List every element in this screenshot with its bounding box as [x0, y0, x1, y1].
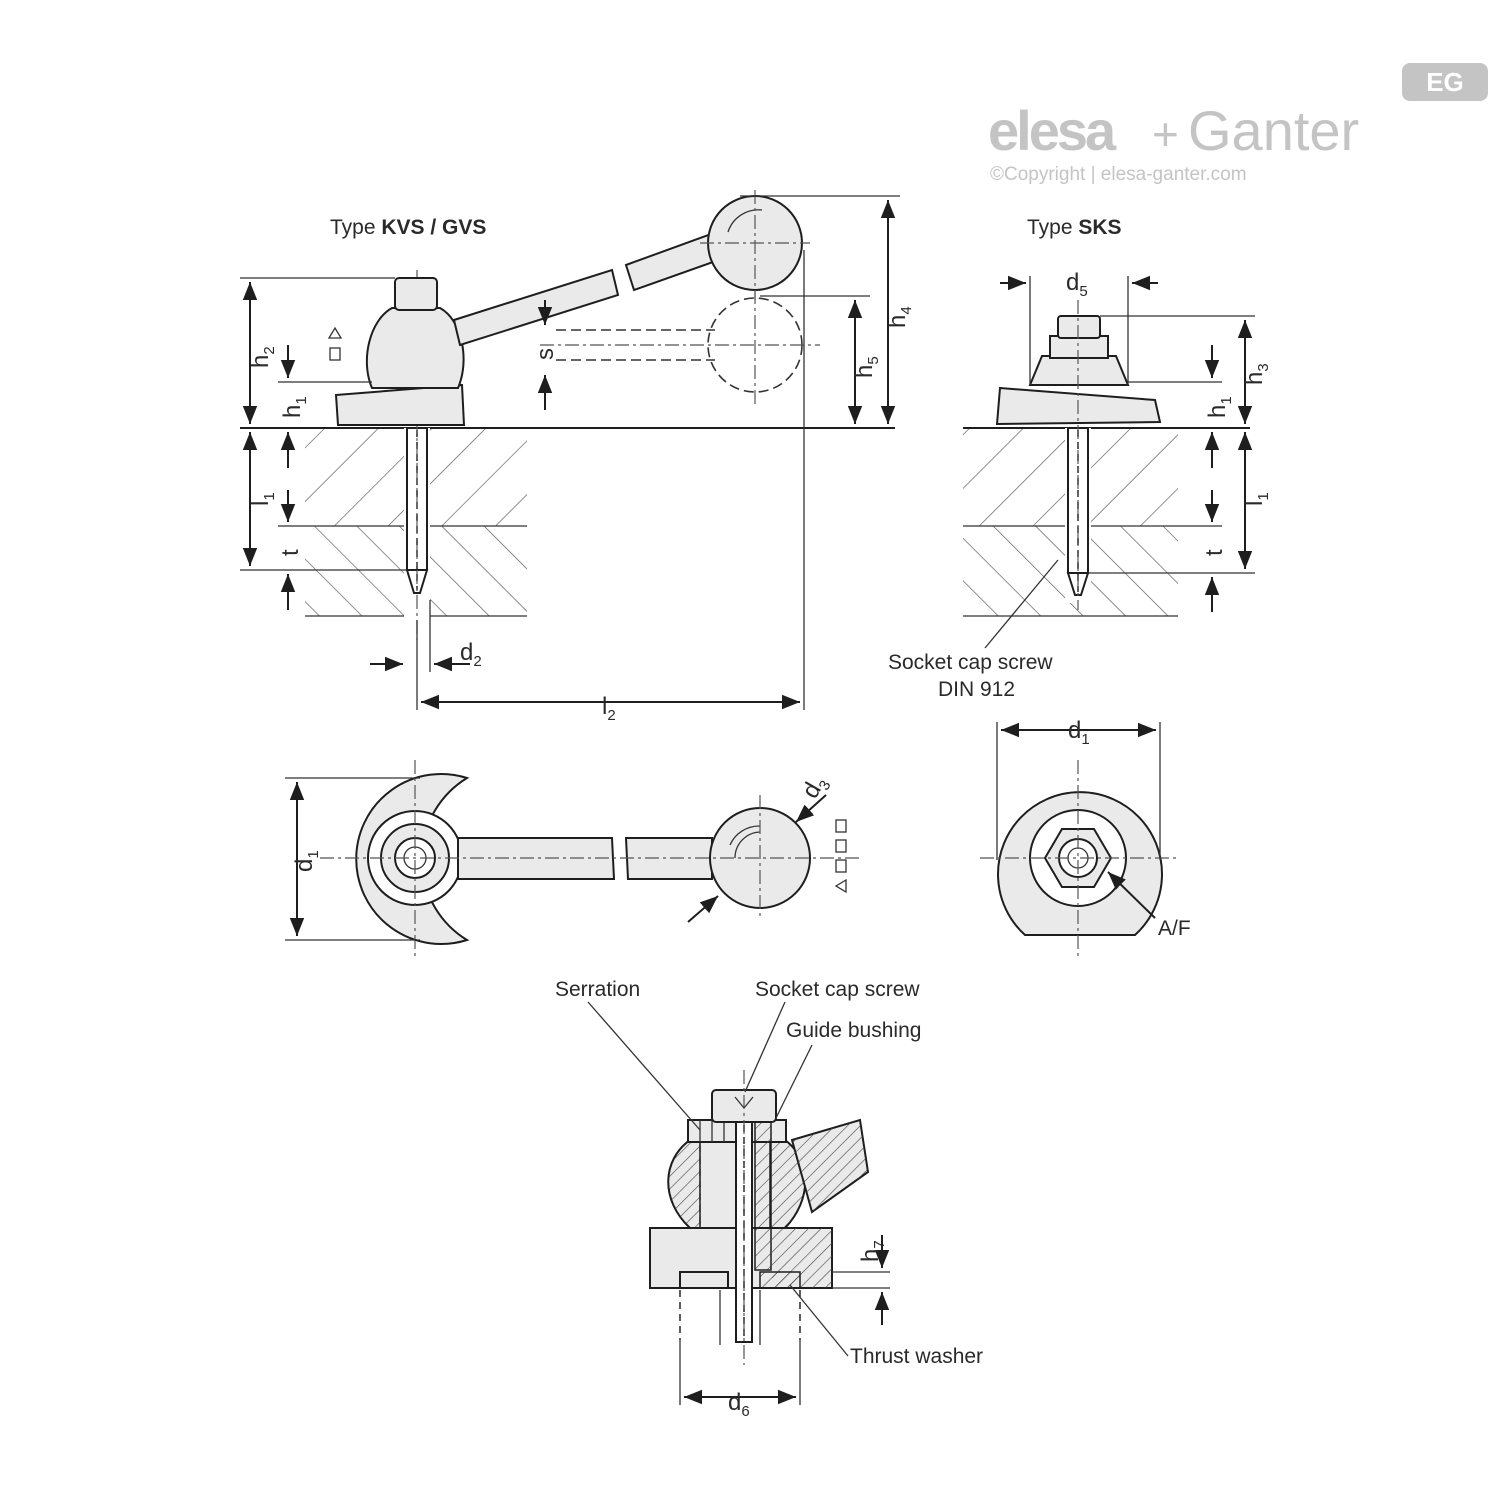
brand-logo: EG elesa + Ganter ©Copyright | elesa-gan…: [988, 63, 1488, 185]
dim-l2: l2: [602, 693, 616, 724]
heading-sks-bold: SKS: [1078, 216, 1121, 239]
dim-h4: h4: [884, 306, 915, 328]
heading-kvs-prefix: Type: [330, 216, 381, 239]
dim-t-sks: t: [1201, 549, 1228, 556]
kvs-ball-body: [365, 307, 465, 389]
dim-d5: d5: [1066, 269, 1088, 300]
sks-hex-nut: [1049, 335, 1109, 359]
kvs-lever-arm: [452, 268, 620, 347]
sks-side-view: [963, 275, 1255, 649]
dim-s: s: [532, 348, 559, 360]
sks-nut-body: [1028, 355, 1130, 386]
logo-plus: +: [1152, 108, 1179, 160]
callout-thrust-washer: Thrust washer: [850, 1345, 983, 1368]
sks-top-view: [980, 722, 1180, 958]
callout-guide-bushing: Guide bushing: [786, 1019, 921, 1042]
logo-ganter: Ganter: [1188, 99, 1359, 162]
dim-h7: h7: [857, 1240, 888, 1262]
callout-serration: Serration: [555, 978, 640, 1001]
dim-d1-sks: d1: [1068, 717, 1090, 748]
dim-h3: h3: [1241, 363, 1272, 385]
dim-l1-sks: l1: [1241, 492, 1272, 506]
heading-sks-prefix: Type: [1027, 216, 1078, 239]
section-guide-bushing: [754, 1119, 772, 1271]
dim-d6: d6: [728, 1389, 750, 1420]
dim-d2: d2: [460, 639, 482, 670]
dim-h2: h2: [247, 346, 278, 368]
callout-socket-cap-screw: Socket cap screw: [755, 978, 920, 1001]
kvs-top-lever: [457, 837, 616, 880]
logo-copyright: ©Copyright | elesa-ganter.com: [990, 164, 1247, 185]
kvs-top-view: [285, 760, 860, 958]
logo-elesa: elesa: [988, 99, 1117, 162]
dim-h1-kvs: h1: [279, 396, 310, 418]
section-detail: [587, 1001, 890, 1405]
eg-badge-shape: [1402, 63, 1488, 101]
callout-din-912: DIN 912: [938, 678, 1015, 701]
kvs-base-washer: [334, 383, 466, 426]
dim-h5: h5: [851, 356, 882, 378]
dim-d1-kvs: d1: [291, 850, 322, 872]
dim-d3: d3: [797, 771, 835, 805]
callout-af: A/F: [1158, 917, 1191, 940]
heading-sks: Type SKS: [1027, 216, 1122, 239]
callout-socket-cap-screw-din: Socket cap screw: [888, 651, 1053, 674]
dim-t-kvs: t: [277, 549, 304, 556]
kvs-cap: [394, 277, 438, 311]
heading-kvs-bold: KVS / GVS: [381, 216, 486, 239]
eg-badge-text: EG: [1426, 67, 1464, 97]
sks-cap: [1057, 315, 1101, 339]
dim-l1-kvs: l1: [247, 492, 278, 506]
kvs-side-view: [240, 190, 900, 710]
dim-h1-sks: h1: [1204, 396, 1235, 418]
section-thrust-washer: [759, 1271, 801, 1289]
heading-kvs-gvs: Type KVS / GVS: [330, 216, 486, 239]
